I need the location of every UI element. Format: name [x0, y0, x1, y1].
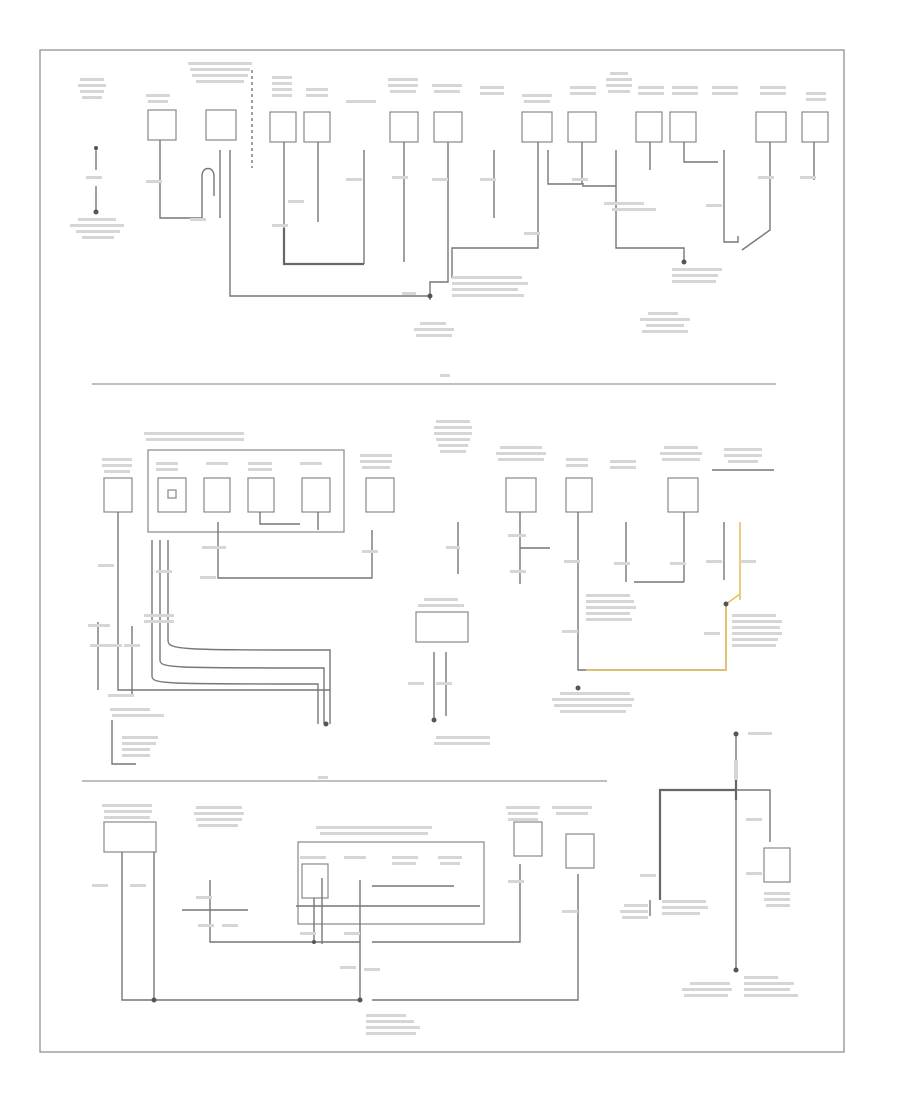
component-box [103, 821, 157, 853]
component-box [103, 477, 133, 513]
component-box [247, 477, 275, 513]
component-box [513, 821, 543, 857]
component-box [433, 111, 463, 143]
section-bottom [92, 731, 798, 1035]
component-box [801, 111, 829, 143]
component-box [269, 111, 297, 143]
component-box [301, 863, 329, 899]
component-box [301, 477, 331, 513]
diagram-frame [39, 49, 845, 1053]
component-box [303, 111, 331, 143]
component-box [667, 477, 699, 513]
component-box [389, 111, 419, 143]
component-box [669, 111, 697, 143]
component-box [203, 477, 231, 513]
component-box [763, 847, 791, 883]
component-box [157, 477, 187, 513]
component-box [415, 611, 469, 643]
component-box [205, 109, 237, 141]
component-box [365, 477, 395, 513]
component-box [635, 111, 663, 143]
section-top [70, 62, 829, 337]
section-middle [88, 374, 782, 765]
component-box [505, 477, 537, 513]
component-box [567, 111, 597, 143]
component-box [521, 111, 553, 143]
component-box [565, 477, 593, 513]
component-box [147, 109, 177, 141]
component-box [755, 111, 787, 143]
component-box [565, 833, 595, 869]
